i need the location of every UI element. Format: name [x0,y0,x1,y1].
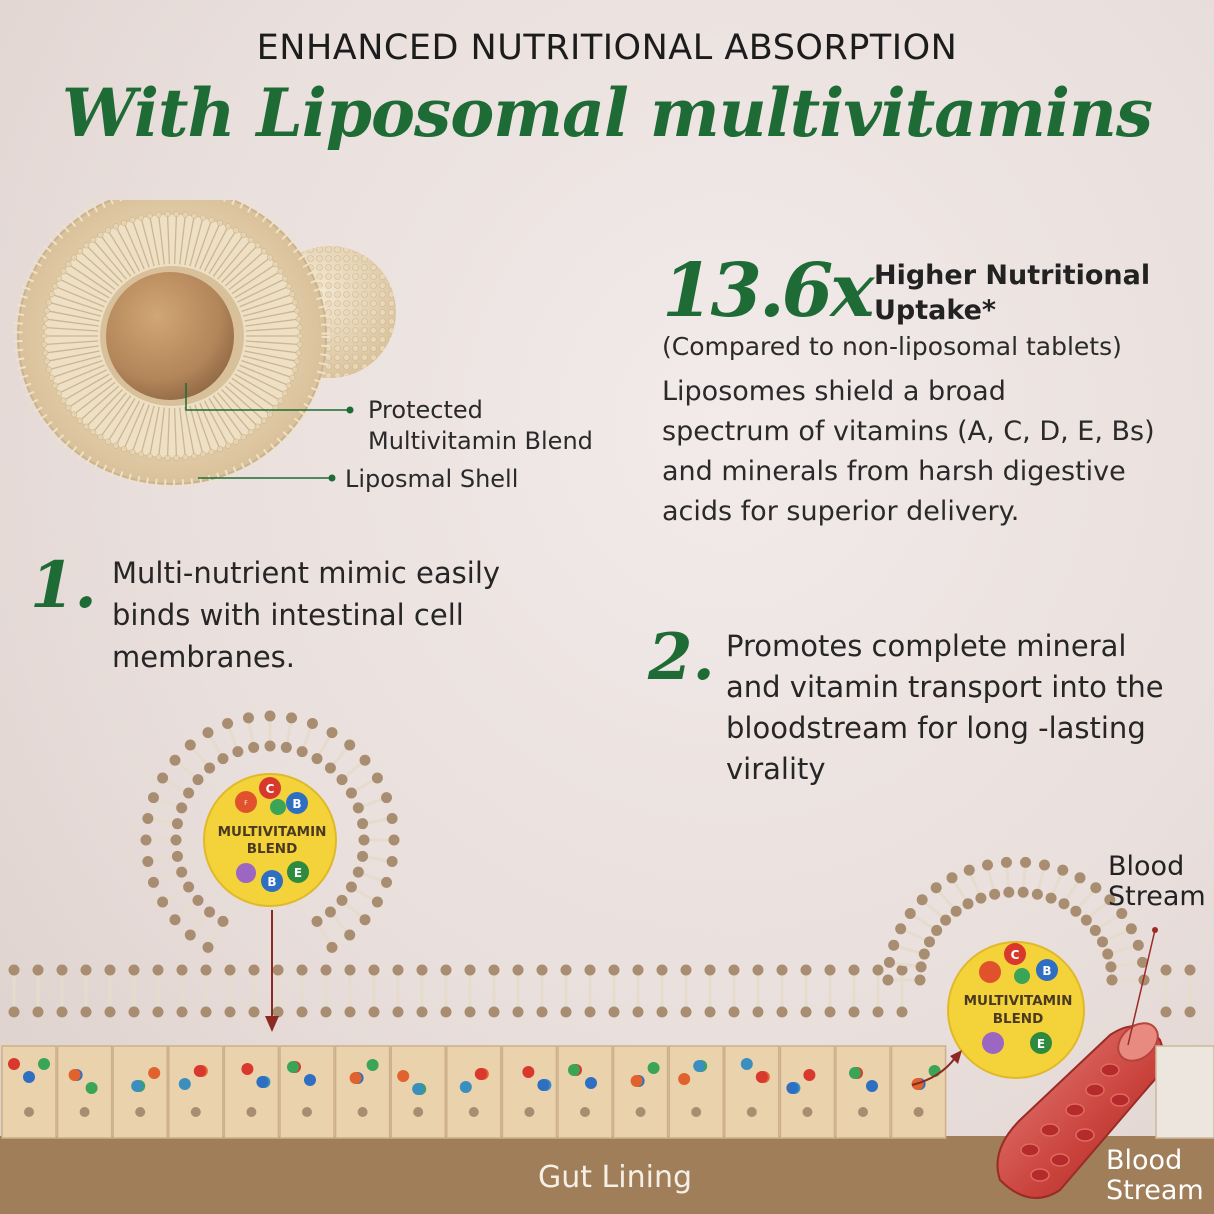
stat-label-line1: Higher Nutritional [874,260,1151,291]
absorption-diagram: F C B MULTIVITAMIN BLEND B E C B MULTIVI… [0,710,1214,1214]
stat-label: Higher Nutritional Uptake* [874,258,1194,328]
step-2-line4: virality [726,752,826,786]
desc-line3: and minerals from harsh digestive [662,456,1126,487]
callout-liposomal-shell: Liposmal Shell [345,465,519,493]
step-1-line3: membranes. [112,640,295,674]
stat-description: Liposomes shield a broad spectrum of vit… [662,372,1202,532]
callout-blend-line1: Protected [368,396,483,424]
vitamin-b-label-2: B [267,875,276,889]
desc-line4: acids for superior delivery. [662,496,1020,527]
blood-bottom-line2: Stream [1106,1175,1204,1206]
gut-lining-label: Gut Lining [537,1160,692,1195]
liposome-ring-right [882,856,1150,986]
curved-arrow-icon [911,1050,962,1086]
vitamin-c-label-2: C [1011,948,1020,962]
blend-right-line2: BLEND [993,1011,1044,1027]
step-1-text: Multi-nutrient mimic easily binds with i… [112,552,500,678]
multivitamin-blend-left: F C B MULTIVITAMIN BLEND B E [203,773,337,907]
blend-right-line1: MULTIVITAMIN [964,993,1073,1009]
step-2-line2: and vitamin transport into the [726,670,1164,704]
vitamin-b-label-3: B [1042,964,1051,978]
step-2-text: Promotes complete mineral and vitamin tr… [726,626,1164,790]
arrow-down-icon [265,910,279,1032]
liposome-ring-left [140,710,400,953]
vitamin-f-label: F [244,800,248,807]
step-2-number: 2. [648,620,715,695]
blood-stream-label-bottom: Blood Stream [1106,1146,1204,1206]
vitamin-b-label: B [292,797,301,811]
stat-value: 13.6x [662,248,874,334]
step-1-number: 1. [30,548,97,623]
callout-blend-line2: Multivitamin Blend [368,427,593,455]
stat-comparison: (Compared to non-liposomal tablets) [662,332,1122,361]
vitamin-e-label: E [294,866,302,880]
callout-protected-blend: Protected Multivitamin Blend [368,395,593,457]
gut-cells [1,1045,947,1139]
desc-line1: Liposomes shield a broad [662,376,1006,407]
blood-vessel [996,927,1165,1199]
cell-membrane-bilayer [8,964,1196,1018]
blood-bottom-line1: Blood [1106,1145,1183,1176]
vitamin-e-label-2: E [1037,1037,1045,1051]
protected-multivitamin-core [106,272,234,400]
step-2-line3: bloodstream for long -lasting [726,711,1146,745]
blood-stream-label-top: Blood Stream [1108,852,1206,912]
multivitamin-blend-right: C B MULTIVITAMIN BLEND E [947,941,1085,1079]
page-title: With Liposomal multivitamins [61,74,1153,152]
vitamin-c-label: C [266,782,275,796]
stat-label-line2: Uptake* [874,295,997,326]
liposome-illustration [13,200,396,489]
desc-line2: spectrum of vitamins (A, C, D, E, Bs) [662,416,1155,447]
header-subtitle: ENHANCED NUTRITIONAL ABSORPTION [256,28,958,68]
blood-top-line1: Blood [1108,851,1185,882]
step-2-line1: Promotes complete mineral [726,629,1127,663]
step-1-line2: binds with intestinal cell [112,598,464,632]
blood-top-line2: Stream [1108,881,1206,912]
blend-label-line2: BLEND [247,841,298,857]
step-1-line1: Multi-nutrient mimic easily [112,556,501,590]
blend-label-line1: MULTIVITAMIN [218,824,327,840]
